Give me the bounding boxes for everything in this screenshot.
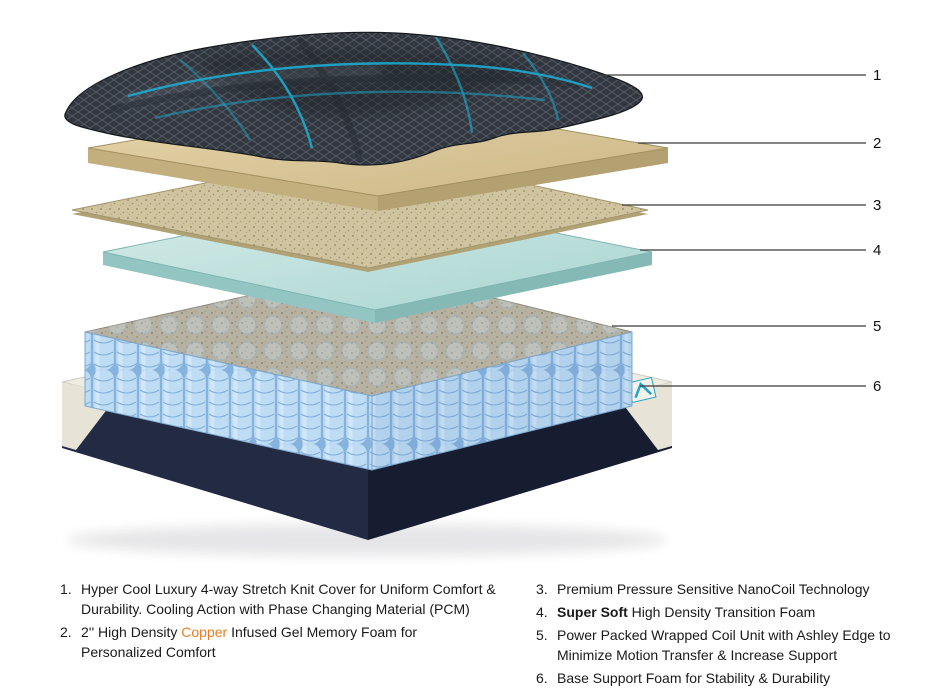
copper-highlight: Copper <box>181 623 228 640</box>
legend-item-4-text: Super Soft High Density Transition Foam <box>557 603 816 620</box>
callout-number-3: 3 <box>873 197 881 214</box>
callout-number-5: 5 <box>873 318 881 335</box>
legend-column-right: 3. Premium Pressure Sensitive NanoCoil T… <box>536 580 916 688</box>
legend-item-6: 6. Base Support Foam for Stability & Dur… <box>536 669 916 689</box>
legend-item-3-number: 3. <box>536 581 548 597</box>
super-soft-highlight: Super Soft <box>557 603 628 620</box>
legend-item-5-number: 5. <box>536 626 548 643</box>
legend-item-3-text: Premium Pressure Sensitive NanoCoil Tech… <box>557 581 870 597</box>
legend-item-6-number: 6. <box>536 669 548 686</box>
callout-number-6: 6 <box>873 378 881 395</box>
callout-number-2: 2 <box>873 135 881 152</box>
legend-item-1-number: 1. <box>60 581 72 597</box>
legend-item-4-number: 4. <box>536 603 548 620</box>
callout-number-4: 4 <box>873 242 881 259</box>
legend: 1. Hyper Cool Luxury 4-way Stretch Knit … <box>60 580 916 688</box>
cover-shade-bands <box>109 37 581 159</box>
callout-number-1: 1 <box>873 67 881 84</box>
legend-item-5-text: Power Packed Wrapped Coil Unit with Ashl… <box>557 626 891 663</box>
legend-item-3: 3. Premium Pressure Sensitive NanoCoil T… <box>536 580 916 600</box>
coil-unit-right-face <box>371 331 633 471</box>
legend-item-4: 4. Super Soft High Density Transition Fo… <box>536 603 916 623</box>
legend-column-left: 1. Hyper Cool Luxury 4-way Stretch Knit … <box>60 580 510 688</box>
legend-item-6-text: Base Support Foam for Stability & Durabi… <box>557 669 831 686</box>
callout-numbers: 1 2 3 4 5 6 <box>873 67 881 395</box>
callouts <box>598 74 866 387</box>
legend-item-1-text: Hyper Cool Luxury 4-way Stretch Knit Cov… <box>81 581 496 617</box>
legend-item-5: 5. Power Packed Wrapped Coil Unit with A… <box>536 626 916 666</box>
coil-unit-layer <box>84 267 633 471</box>
legend-item-1: 1. Hyper Cool Luxury 4-way Stretch Knit … <box>60 580 510 620</box>
ground-shadow <box>67 524 667 556</box>
diagram-illustration: 1 2 3 4 5 6 <box>61 31 881 556</box>
legend-item-2-text: 2'' High Density Copper Infused Gel Memo… <box>81 623 418 660</box>
legend-item-2: 2. 2'' High Density Copper Infused Gel M… <box>60 623 510 663</box>
knit-cover-layer <box>64 31 644 166</box>
cover-accent-lines <box>127 36 593 149</box>
legend-item-2-number: 2. <box>60 623 72 640</box>
